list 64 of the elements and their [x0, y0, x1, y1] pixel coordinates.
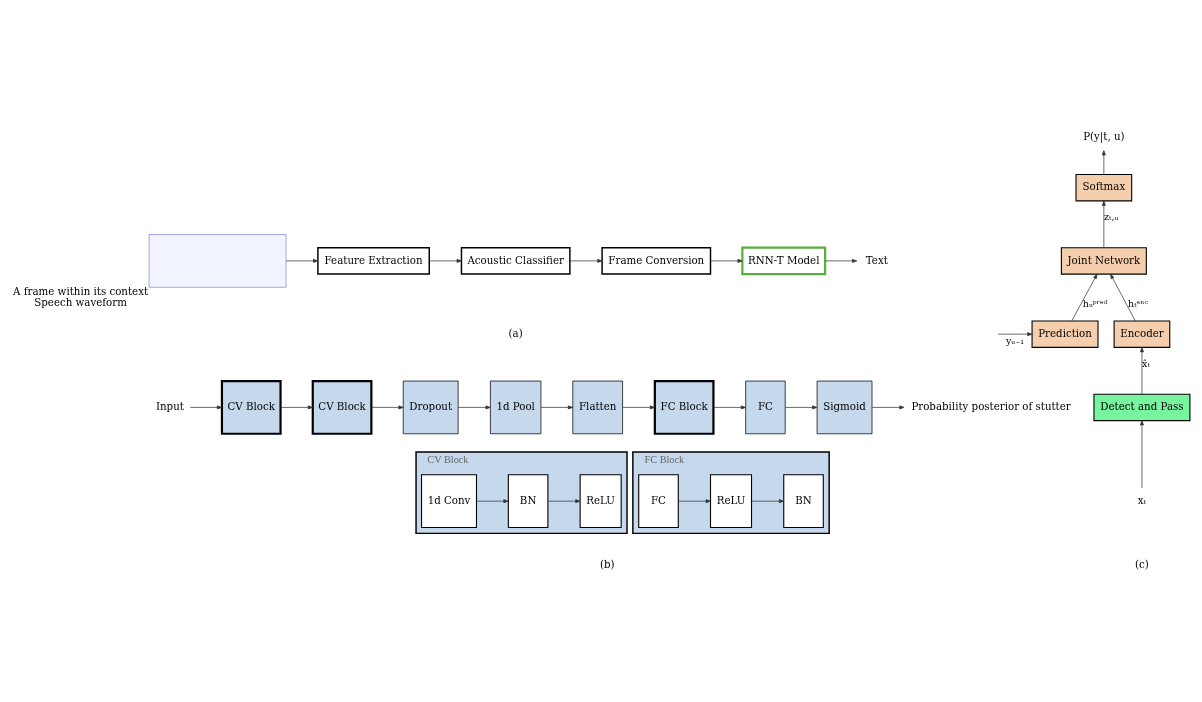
arrow	[1110, 273, 1136, 322]
arrow	[1101, 150, 1106, 175]
arrow	[824, 259, 858, 263]
node-box	[148, 234, 287, 288]
arrow	[713, 405, 746, 410]
node-box: Prediction	[1031, 320, 1099, 348]
node-box: Encoder	[1113, 320, 1171, 348]
node-box: 1d Pool	[490, 380, 542, 435]
arrow	[1140, 347, 1144, 395]
node-box: Dropout	[402, 380, 459, 435]
arrow	[547, 499, 581, 504]
arrow	[1071, 273, 1098, 322]
edge-label: hᵤᵖʳᵉᵈ	[1082, 297, 1108, 309]
node-box: Feature Extraction	[317, 247, 430, 275]
node-text: Probability posterior of stutter	[911, 400, 1071, 413]
arrow	[997, 332, 1033, 337]
node-box: Detect and Pass	[1093, 393, 1191, 422]
arrow	[280, 405, 313, 410]
arrow	[785, 405, 818, 410]
node-box: Joint Network	[1060, 247, 1147, 275]
arrow	[1140, 420, 1144, 489]
arrow	[871, 405, 905, 410]
node-box: Acoustic Classifier	[460, 247, 571, 275]
arrow	[569, 259, 603, 263]
node-box: BN	[783, 474, 824, 529]
arrow	[189, 405, 223, 410]
node-box: RNN-T Model	[741, 246, 827, 276]
node-box: FC Block	[653, 379, 715, 435]
node-box: ReLU	[579, 474, 622, 529]
arrow	[285, 259, 319, 263]
arrow	[540, 405, 574, 410]
node-box: CV Block	[220, 379, 282, 435]
node-text: Input	[155, 400, 184, 413]
node-text: P(y|t, u)	[1083, 129, 1125, 142]
node-box: 1d Conv	[421, 474, 478, 529]
arrow	[710, 259, 743, 263]
arrow	[751, 499, 785, 504]
arrow	[677, 499, 711, 504]
node-box: Softmax	[1075, 173, 1133, 202]
node-box: ReLU	[709, 474, 753, 529]
node-text: Text	[865, 253, 888, 266]
edge-label: zₜ,ᵤ	[1104, 211, 1119, 223]
arrow	[429, 259, 462, 263]
node-label: Speech waveform	[34, 296, 127, 309]
node-box: Flatten	[572, 380, 623, 435]
node-text: xₜ	[1137, 493, 1147, 506]
arrow	[476, 499, 509, 504]
node-box: FC	[745, 380, 786, 435]
edge-label: x̂ₜ	[1142, 357, 1150, 369]
label: (a)	[508, 326, 523, 339]
node-label: A frame within its context	[13, 285, 149, 298]
arrow	[457, 405, 491, 410]
arrow	[1101, 200, 1106, 249]
arrow	[371, 405, 404, 410]
node-box: CV Block	[311, 379, 373, 435]
node-box: BN	[507, 474, 549, 529]
edge-label: hₜᵉⁿᶜ	[1128, 297, 1148, 309]
label: (c)	[1135, 557, 1149, 570]
arrow	[622, 405, 655, 410]
node-box: Frame Conversion	[601, 247, 712, 275]
node-box: Sigmoid	[816, 380, 873, 435]
label: (b)	[599, 557, 615, 570]
node-box: FC	[638, 474, 679, 529]
edge-label: yᵤ₋₁	[1005, 334, 1024, 346]
